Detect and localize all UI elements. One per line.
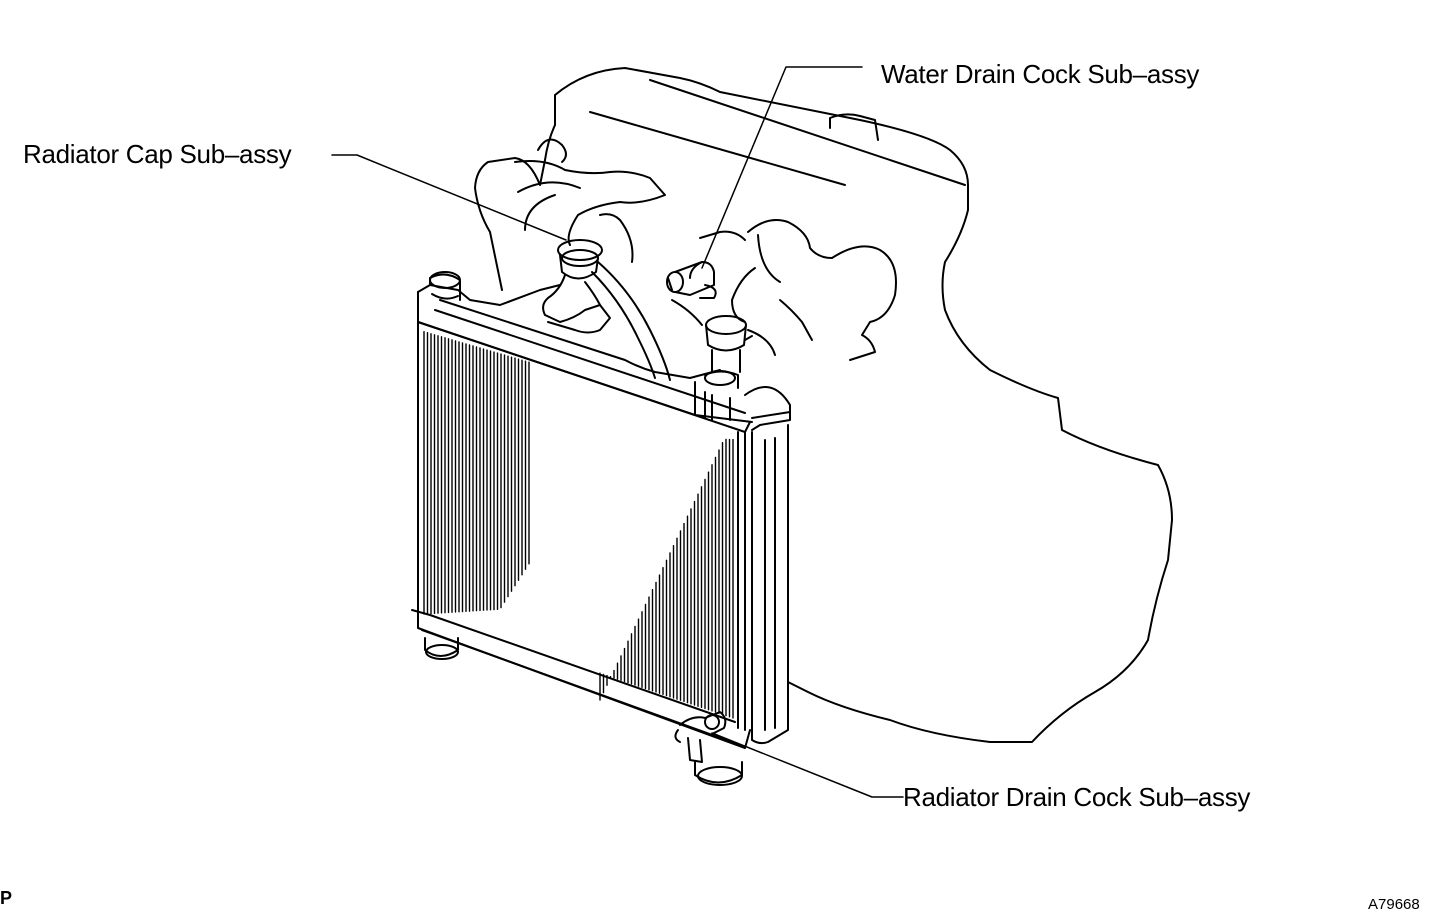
engine-block-outline <box>474 67 1173 743</box>
label-water-drain-cock: Water Drain Cock Sub–assy <box>881 59 1200 89</box>
label-radiator-drain-cock: Radiator Drain Cock Sub–assy <box>903 782 1251 812</box>
radiator-cap <box>542 239 611 334</box>
corner-mark: P <box>0 888 13 908</box>
radiator <box>411 271 791 786</box>
leader-radiator-cap <box>331 154 567 241</box>
reservoir-cap <box>705 315 753 373</box>
leader-lines <box>331 66 904 798</box>
label-radiator-cap: Radiator Cap Sub–assy <box>23 139 292 169</box>
leader-radiator-drain-cock <box>711 732 904 798</box>
water-drain-cock <box>666 261 717 299</box>
leader-water-drain-cock <box>701 66 863 269</box>
figure-id: A79668 <box>1368 896 1420 913</box>
radiator-core-fins <box>423 331 734 719</box>
radiator-hose <box>591 261 671 381</box>
